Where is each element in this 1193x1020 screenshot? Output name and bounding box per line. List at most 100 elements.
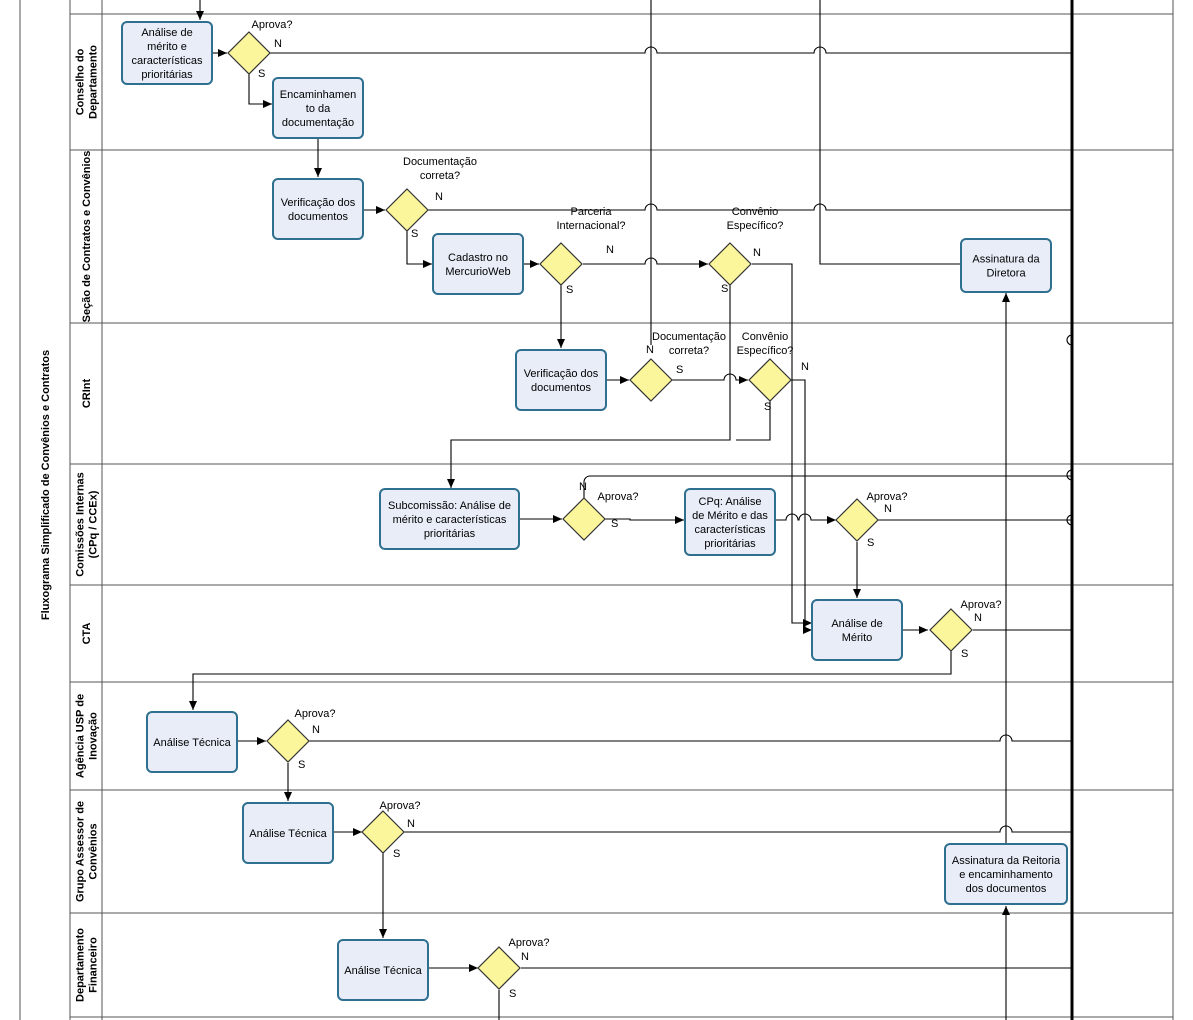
gateway-aprova-cpq: Aprova?NS — [835, 491, 908, 549]
gateway-diamond — [708, 242, 752, 286]
gateway-question: Aprova? — [598, 491, 639, 503]
gateway-diamond — [835, 498, 879, 542]
task-tecnica-depfin: Análise Técnica — [337, 939, 429, 1001]
lane-label-cta: CTA — [81, 623, 93, 645]
gateway-question: Aprova? — [961, 599, 1002, 611]
pool-structure — [19, 0, 1174, 1020]
gateway-diamond — [748, 358, 792, 402]
task-tecnica-grupo: Análise Técnica — [242, 802, 334, 864]
gateway-no-label: N — [606, 244, 614, 256]
gateway-diamond — [361, 810, 405, 854]
task-box — [337, 939, 429, 1001]
gateway-no-label: N — [312, 724, 320, 736]
gateway-yes-label: S — [566, 284, 573, 296]
task-box — [811, 599, 903, 661]
gateway-aprova-cta: Aprova?N S — [929, 599, 1002, 660]
task-label: Análise Técnica — [153, 737, 231, 749]
gateway-diamond — [539, 242, 583, 286]
task-box — [379, 488, 520, 550]
lane-label-crint: CRInt — [81, 379, 93, 409]
gateway-no-label: N — [646, 344, 654, 356]
task-box — [242, 802, 334, 864]
gateway-question: Aprova? — [380, 800, 421, 812]
gateway-aprova-depfin: Aprova? N S — [477, 937, 550, 1000]
task-box — [121, 21, 213, 85]
connectors — [189, 0, 1074, 1020]
task-box — [960, 238, 1052, 293]
gateway-no-label: N — [974, 612, 982, 624]
gateway-yes-label: S — [258, 68, 265, 80]
task-box — [944, 843, 1068, 905]
gateway-aprova-subcomissao: Aprova? N S — [562, 481, 639, 541]
gateway-yes-label: S — [298, 759, 305, 771]
task-box — [432, 233, 524, 295]
lane-label-secao: Seção de Contratos e Convênios — [81, 151, 93, 323]
lane-label-conselho: Conselho doDepartamento — [75, 45, 100, 119]
lane-label-comissoes: Comissões Internas(CPq / CCEx) — [75, 472, 100, 577]
task-tecnica-agencia: Análise Técnica — [146, 711, 238, 773]
gateway-yes-label: S — [611, 518, 618, 530]
gateway-diamond — [562, 497, 606, 541]
gateway-aprova-agencia: Aprova? N S — [266, 708, 336, 771]
lane-label-depfin: DepartamentoFinanceiro — [75, 928, 100, 1002]
gateway-aprova-conselho: Aprova?NS — [227, 19, 292, 80]
gateway-yes-label: S — [509, 988, 516, 1000]
gateway-no-label: N — [801, 361, 809, 373]
gateway-diamond — [266, 719, 310, 763]
gateway-diamond — [227, 31, 271, 75]
lane-label-grupo: Grupo Assessor deConvênios — [75, 801, 100, 902]
gateway-no-label: N — [579, 481, 587, 493]
gateway-no-label: N — [407, 818, 415, 830]
gateway-diamond — [385, 188, 429, 232]
gateway-yes-label: S — [393, 848, 400, 860]
task-box — [272, 77, 364, 139]
gateway-no-label: N — [274, 38, 282, 50]
gateway-no-label: N — [521, 951, 529, 963]
gateway-no-label: N — [753, 247, 761, 259]
task-label: Análise Técnica — [344, 965, 422, 977]
task-box — [515, 349, 607, 411]
gateway-diamond — [929, 608, 973, 652]
pool-title: Fluxograma Simplificado de Convênios e C… — [40, 350, 52, 620]
gateway-yes-label: S — [676, 364, 683, 376]
gateway-question: Aprova? — [867, 491, 908, 503]
gateway-diamond — [477, 946, 521, 990]
gateway-yes-label: S — [721, 283, 728, 295]
gateway-no-label: N — [884, 503, 892, 515]
task-box — [272, 178, 364, 240]
gateway-no-label: N — [435, 191, 443, 203]
task-box — [146, 711, 238, 773]
gateway-yes-label: S — [961, 648, 968, 660]
gateway-question: Aprova? — [295, 708, 336, 720]
gateway-question: Aprova? — [509, 937, 550, 949]
task-label: Análise Técnica — [249, 828, 327, 840]
lane-label-agencia: Agência USP deInovação — [75, 694, 100, 778]
